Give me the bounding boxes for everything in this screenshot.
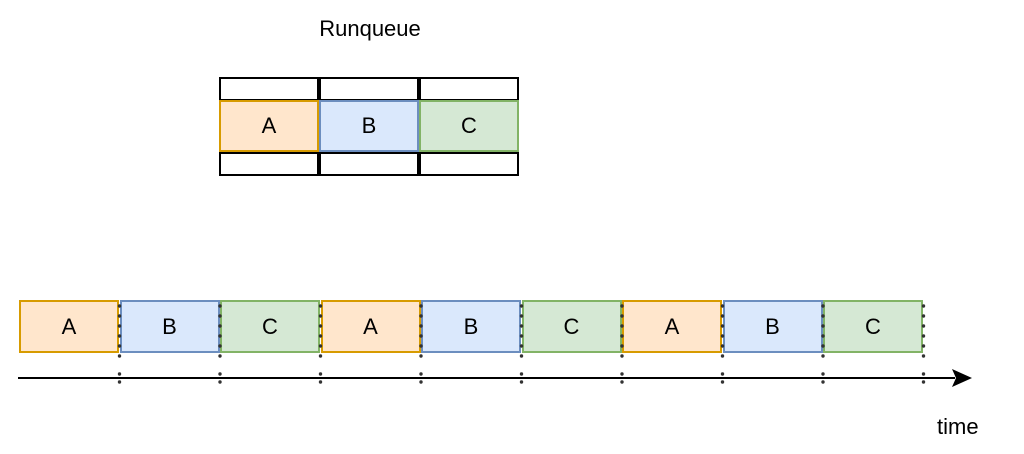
boundary-dot [921,354,926,358]
boundary-dot [117,334,122,338]
boundary-dot [117,354,122,358]
boundary-dot [218,304,222,308]
runqueue-empty-slot [219,152,319,176]
timeslice-b: B [722,300,823,353]
boundary-dot [218,314,222,318]
boundary-dot [821,372,825,376]
time-axis-label: time [937,414,979,439]
timeslice-c: C [220,300,320,353]
boundary-dot [620,372,624,376]
runqueue-title: Runqueue [319,16,421,41]
boundary-dot [519,324,524,328]
boundary-dot [921,304,926,308]
boundary-dot [318,354,323,358]
boundary-dot [620,354,624,358]
boundary-dot [821,334,825,338]
runqueue-empty-slot [319,152,419,176]
runqueue-bottom-row [219,152,521,176]
boundary-dot [519,334,524,338]
boundary-dot [419,334,423,338]
timeslice-c: C [521,300,622,353]
boundary-dot [318,372,323,376]
boundary-dot [519,380,524,384]
boundary-dot [921,372,926,376]
boundary-dot [519,354,524,358]
boundary-dot [821,324,825,328]
runqueue-task-a: A [219,100,319,152]
time-axis-arrowhead-icon [952,369,972,387]
boundary-dot [519,344,524,348]
boundary-dot [117,304,122,308]
boundary-dot [318,380,323,384]
boundary-dot [720,304,725,308]
boundary-dot [419,304,423,308]
boundary-dot [318,314,323,318]
boundary-dot [821,380,825,384]
runqueue-task-b: B [319,100,419,152]
boundary-dot [921,324,926,328]
boundary-dot [821,304,825,308]
boundary-dot [620,344,624,348]
boundary-dot [720,344,725,348]
runqueue-empty-slot [219,77,319,101]
boundary-dot [218,380,222,384]
boundary-dot [720,334,725,338]
slice-boundary-markers [117,304,926,384]
timeslice-b: B [119,300,220,353]
boundary-dot [821,354,825,358]
boundary-dot [117,324,122,328]
boundary-dot [921,334,926,338]
boundary-dot [620,334,624,338]
boundary-dot [218,354,222,358]
boundary-dot [720,380,725,384]
boundary-dot [117,372,122,376]
runqueue-empty-slot [419,152,519,176]
boundary-dot [720,314,725,318]
boundary-dot [218,344,222,348]
boundary-dot [419,314,423,318]
boundary-dot [419,380,423,384]
boundary-dot [921,344,926,348]
boundary-dot [620,304,624,308]
boundary-dot [117,344,122,348]
boundary-dot [318,334,323,338]
boundary-dot [318,344,323,348]
boundary-dot [720,372,725,376]
boundary-dot [821,314,825,318]
boundary-dot [117,380,122,384]
boundary-dot [318,304,323,308]
boundary-dot [620,324,624,328]
boundary-dot [620,314,624,318]
boundary-dot [117,314,122,318]
boundary-dot [419,372,423,376]
runqueue-task-c: C [419,100,519,152]
boundary-dot [921,380,926,384]
boundary-dot [218,324,222,328]
boundary-dot [218,334,222,338]
timeslice-a: A [622,300,722,353]
boundary-dot [419,344,423,348]
timeslice-c: C [823,300,923,353]
boundary-dot [720,324,725,328]
timeslice-a: A [320,300,421,353]
boundary-dot [720,354,725,358]
boundary-dot [821,344,825,348]
boundary-dot [218,372,222,376]
boundary-dot [620,380,624,384]
boundary-dot [419,324,423,328]
boundary-dot [419,354,423,358]
boundary-dot [519,304,524,308]
boundary-dot [519,314,524,318]
boundary-dot [921,314,926,318]
boundary-dot [318,324,323,328]
boundary-dot [519,372,524,376]
